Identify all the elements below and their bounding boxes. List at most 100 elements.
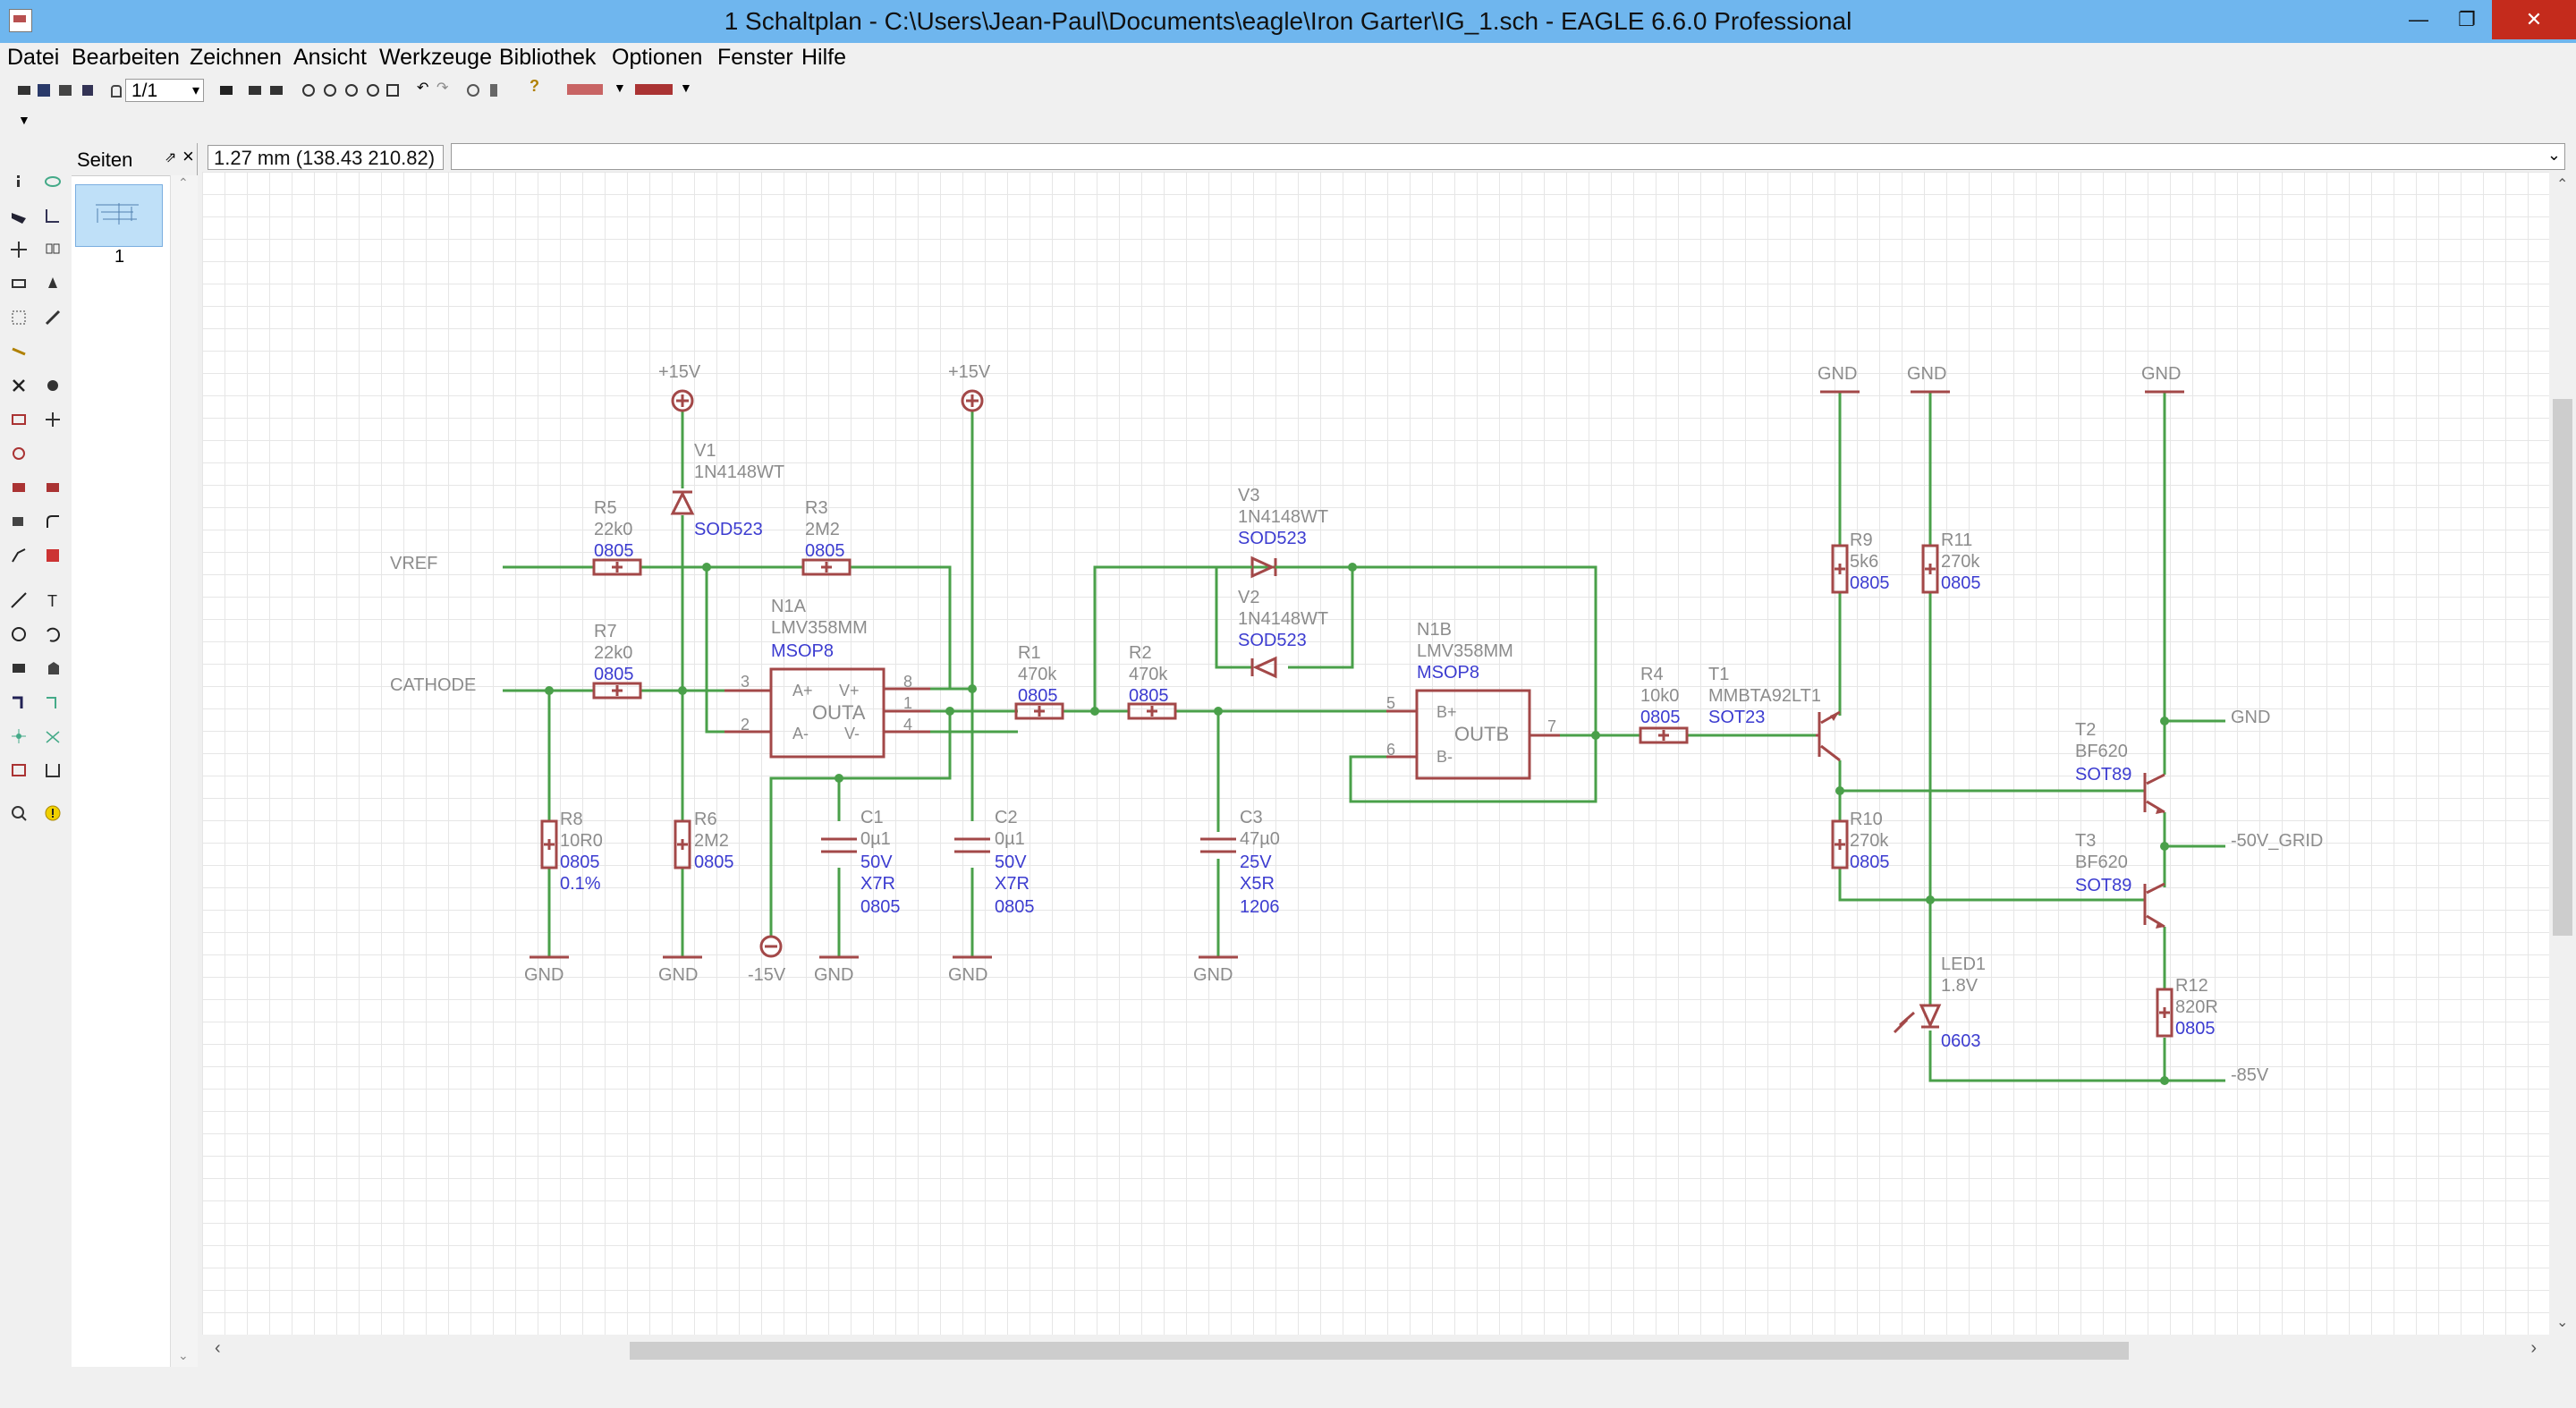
horizontal-scroll-thumb[interactable] bbox=[630, 1342, 2129, 1360]
run-ulp-icon[interactable] bbox=[270, 86, 283, 95]
minimize-button[interactable]: — bbox=[2409, 8, 2428, 30]
lock-icon[interactable] bbox=[111, 85, 122, 98]
scroll-right-icon[interactable]: › bbox=[2530, 1338, 2537, 1358]
led-led1[interactable]: LED1 1.8V 0603 bbox=[1893, 954, 1986, 1051]
transistor-t3[interactable]: T3 BF620 SOT89 bbox=[2075, 831, 2165, 929]
invoke-icon[interactable] bbox=[43, 546, 63, 565]
board-icon[interactable] bbox=[220, 86, 233, 95]
smash-icon[interactable] bbox=[9, 512, 29, 531]
open-icon[interactable] bbox=[18, 86, 30, 95]
mirror-icon[interactable] bbox=[9, 274, 29, 293]
command-input[interactable]: ⌄ bbox=[451, 143, 2565, 170]
circle-icon[interactable] bbox=[9, 624, 29, 644]
menu-optionen[interactable]: Optionen bbox=[612, 45, 703, 70]
scroll-down-icon[interactable]: ⌄ bbox=[2556, 1315, 2569, 1330]
net-label-cathode[interactable]: CATHODE bbox=[390, 675, 476, 695]
miter-icon[interactable] bbox=[43, 512, 63, 531]
resistor-r9[interactable]: R9 5k6 0805 bbox=[1831, 530, 1890, 594]
chevron-down-icon[interactable]: ▼ bbox=[614, 81, 626, 95]
menu-fenster[interactable]: Fenster bbox=[717, 45, 793, 70]
show-icon[interactable] bbox=[43, 172, 63, 191]
resistor-r11[interactable]: R11 270k 0805 bbox=[1921, 530, 1981, 594]
diode-v3[interactable]: V3 1N4148WT SOD523 bbox=[1216, 486, 1328, 579]
capacitor-c1[interactable]: C1 0µ1 50V X7R 0805 bbox=[821, 808, 901, 917]
junction-icon[interactable] bbox=[9, 726, 29, 746]
delete-icon[interactable] bbox=[9, 376, 29, 395]
diode-v2[interactable]: V2 1N4148WT SOD523 bbox=[1238, 588, 1328, 679]
menu-werkzeuge[interactable]: Werkzeuge bbox=[379, 45, 492, 70]
zoom-redraw-icon[interactable] bbox=[367, 84, 379, 97]
polygon-icon[interactable] bbox=[43, 658, 63, 678]
attribute-icon[interactable] bbox=[9, 760, 29, 780]
value-icon[interactable] bbox=[43, 478, 63, 497]
transistor-t2[interactable]: T2 BF620 SOT89 bbox=[2075, 720, 2165, 814]
arc-icon[interactable] bbox=[43, 624, 63, 644]
menu-hilfe[interactable]: Hilfe bbox=[801, 45, 847, 70]
scroll-left-icon[interactable]: ‹ bbox=[215, 1338, 221, 1358]
text-icon[interactable]: T bbox=[43, 590, 63, 610]
diode-v1[interactable]: V1 1N4148WT SOD523 bbox=[670, 441, 784, 539]
maximize-button[interactable]: ❐ bbox=[2458, 8, 2476, 30]
bus-icon[interactable] bbox=[9, 692, 29, 712]
menu-zeichnen[interactable]: Zeichnen bbox=[190, 45, 282, 70]
errors-icon[interactable] bbox=[43, 803, 63, 823]
zoom-area-icon[interactable] bbox=[386, 84, 399, 97]
save-icon[interactable] bbox=[38, 84, 50, 97]
display-layers-icon[interactable] bbox=[9, 206, 29, 225]
net-label-gnd-out[interactable]: GND bbox=[2231, 708, 2270, 727]
redo-icon[interactable]: ↷ bbox=[436, 81, 449, 96]
pin-icon[interactable]: ⇗ bbox=[165, 150, 177, 165]
scroll-up-icon[interactable]: ⌃ bbox=[2556, 177, 2569, 192]
undo-icon[interactable]: ↶ bbox=[417, 81, 429, 96]
go-icon[interactable] bbox=[490, 84, 497, 97]
chevron-down-icon[interactable]: ▼ bbox=[18, 113, 30, 127]
print-icon[interactable] bbox=[59, 85, 72, 96]
erc-icon[interactable] bbox=[9, 803, 29, 823]
add-icon[interactable] bbox=[43, 376, 63, 395]
name-icon[interactable] bbox=[9, 478, 29, 497]
dimension-icon[interactable] bbox=[43, 760, 63, 780]
stop-icon[interactable] bbox=[467, 84, 479, 97]
wire-icon[interactable] bbox=[9, 590, 29, 610]
schematic-canvas[interactable]: .w{stroke:#4aa04a;stroke-width:3;fill:no… bbox=[202, 172, 2549, 1335]
change-icon[interactable] bbox=[43, 308, 63, 327]
menu-bibliothek[interactable]: Bibliothek bbox=[499, 45, 597, 70]
resistor-r4[interactable]: R4 10k0 0805 bbox=[1639, 665, 1689, 744]
menu-ansicht[interactable]: Ansicht bbox=[293, 45, 367, 70]
gnd-symbols[interactable]: GND GND GND GND GND GND GND GND bbox=[524, 364, 2184, 985]
info-icon[interactable] bbox=[9, 172, 29, 191]
scroll-down-icon[interactable]: ⌄ bbox=[178, 1348, 189, 1362]
opamp-n1b[interactable]: B+ B- OUTB 5 6 7 N1B LMV358MM MSOP8 bbox=[1386, 620, 1560, 780]
resistor-r12[interactable]: R12 820R 0805 bbox=[2156, 976, 2218, 1039]
ltspice-icon[interactable] bbox=[635, 84, 673, 95]
eagle-app-icon[interactable] bbox=[9, 9, 32, 32]
paste-icon[interactable] bbox=[9, 342, 29, 361]
group-icon[interactable] bbox=[9, 308, 29, 327]
net-label-vref[interactable]: VREF bbox=[390, 554, 437, 573]
resistor-r5[interactable]: R5 22k0 0805 bbox=[592, 498, 642, 576]
horizontal-scrollbar[interactable]: ‹ › bbox=[202, 1335, 2549, 1367]
net-wires[interactable] bbox=[503, 392, 2225, 1082]
opamp-n1a[interactable]: A+ A- V+ V- OUTA 3 2 8 1 4 N1A LMV358MM … bbox=[724, 597, 930, 759]
pinswap-icon[interactable] bbox=[9, 410, 29, 429]
net-label-85v[interactable]: -85V bbox=[2231, 1065, 2269, 1085]
label-icon[interactable] bbox=[43, 726, 63, 746]
scroll-up-icon[interactable]: ⌃ bbox=[178, 175, 189, 190]
chevron-down-icon[interactable]: ▼ bbox=[680, 81, 692, 95]
zoom-out-icon[interactable] bbox=[345, 84, 358, 97]
close-icon[interactable]: × bbox=[182, 145, 194, 167]
vertical-scrollbar[interactable]: ⌃ ⌄ bbox=[2549, 172, 2576, 1335]
close-button[interactable]: ✕ bbox=[2492, 0, 2576, 39]
help-icon[interactable]: ? bbox=[530, 77, 539, 95]
copy-icon[interactable] bbox=[43, 240, 63, 259]
zoom-select[interactable]: 1/1 bbox=[125, 79, 204, 103]
cam-icon[interactable] bbox=[82, 85, 93, 96]
resistor-r8[interactable]: R8 10R0 0805 0.1% bbox=[540, 810, 603, 894]
chevron-down-icon[interactable]: ⌄ bbox=[2546, 146, 2561, 164]
net-icon[interactable] bbox=[43, 692, 63, 712]
replace-icon[interactable] bbox=[43, 410, 63, 429]
resistor-r2[interactable]: R2 470k 0805 bbox=[1127, 643, 1177, 720]
gateswap-icon[interactable] bbox=[9, 444, 29, 463]
capacitor-c3[interactable]: C3 47µ0 25V X5R 1206 bbox=[1200, 808, 1280, 917]
zoom-fit-icon[interactable] bbox=[302, 84, 315, 97]
